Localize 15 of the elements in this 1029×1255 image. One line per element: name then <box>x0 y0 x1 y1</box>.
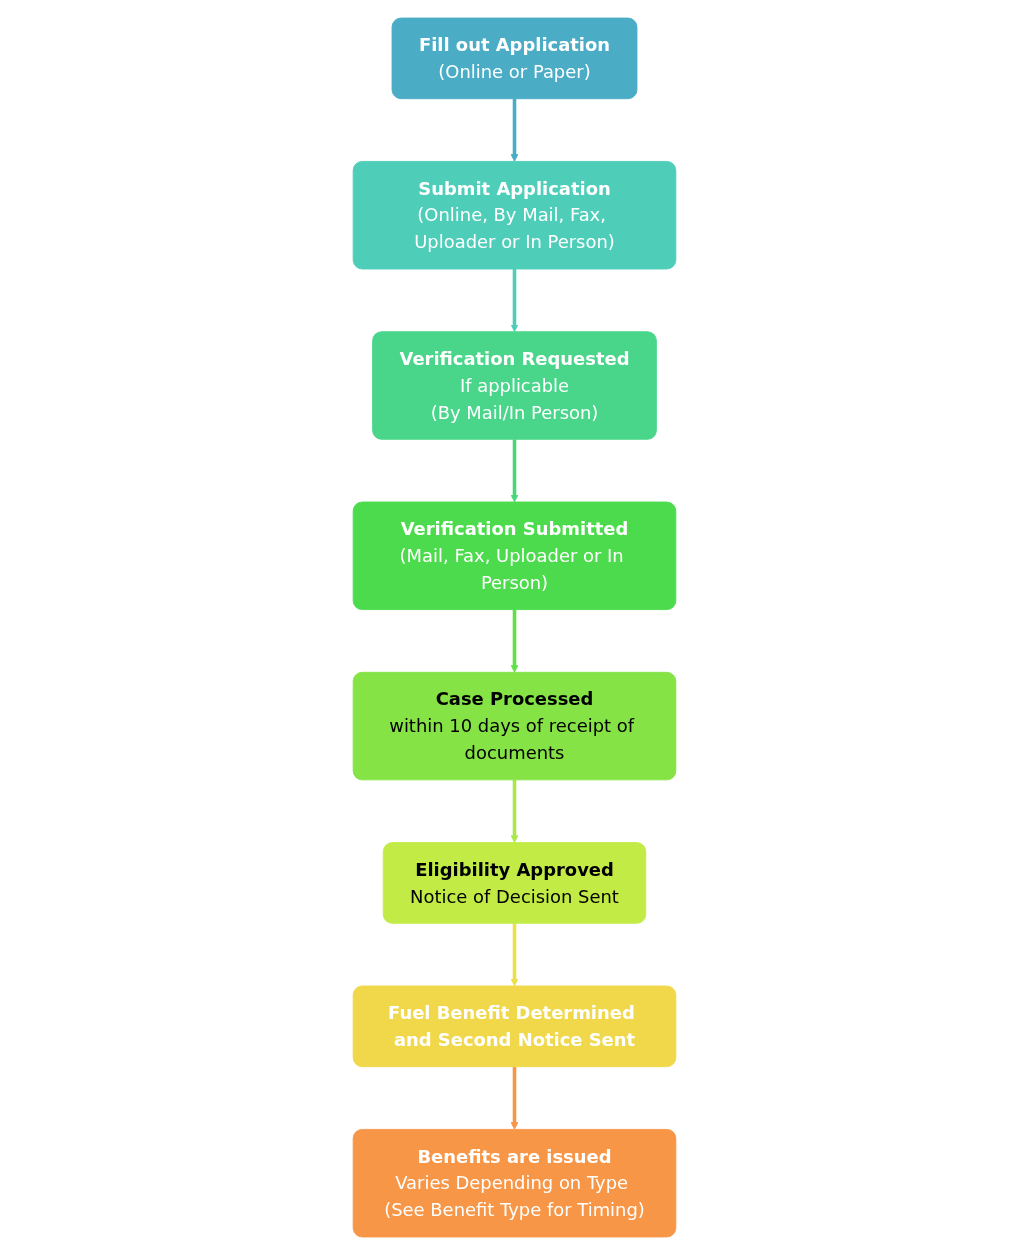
node-box: Verification Requested If applicable (By Mail/In Person) <box>372 331 657 440</box>
node-box: Case Processed within 10 days of receipt of documents <box>352 671 677 781</box>
arrow <box>510 609 519 673</box>
node-box: Eligibility Approved Notice of Decision Sent <box>382 842 647 924</box>
arrow <box>510 439 519 503</box>
arrow <box>510 779 519 843</box>
node-box: Verification Submitted (Mail, Fax, Uploader or In Person) <box>352 501 677 611</box>
arrow <box>510 1066 519 1130</box>
node-box: Fill out Application (Online or Paper) <box>391 17 638 100</box>
node-box: Benefits are issued Varies Depending on Type (See Benefit Type for Timing) <box>352 1128 677 1238</box>
arrow <box>510 269 519 333</box>
arrow <box>510 98 519 162</box>
arrow <box>510 923 519 987</box>
node-box: Submit Application (Online, By Mail, Fax, Uploader or In Person) <box>352 161 677 270</box>
node-box: Fuel Benefit Determined and Second Notice Sent <box>352 985 677 1068</box>
